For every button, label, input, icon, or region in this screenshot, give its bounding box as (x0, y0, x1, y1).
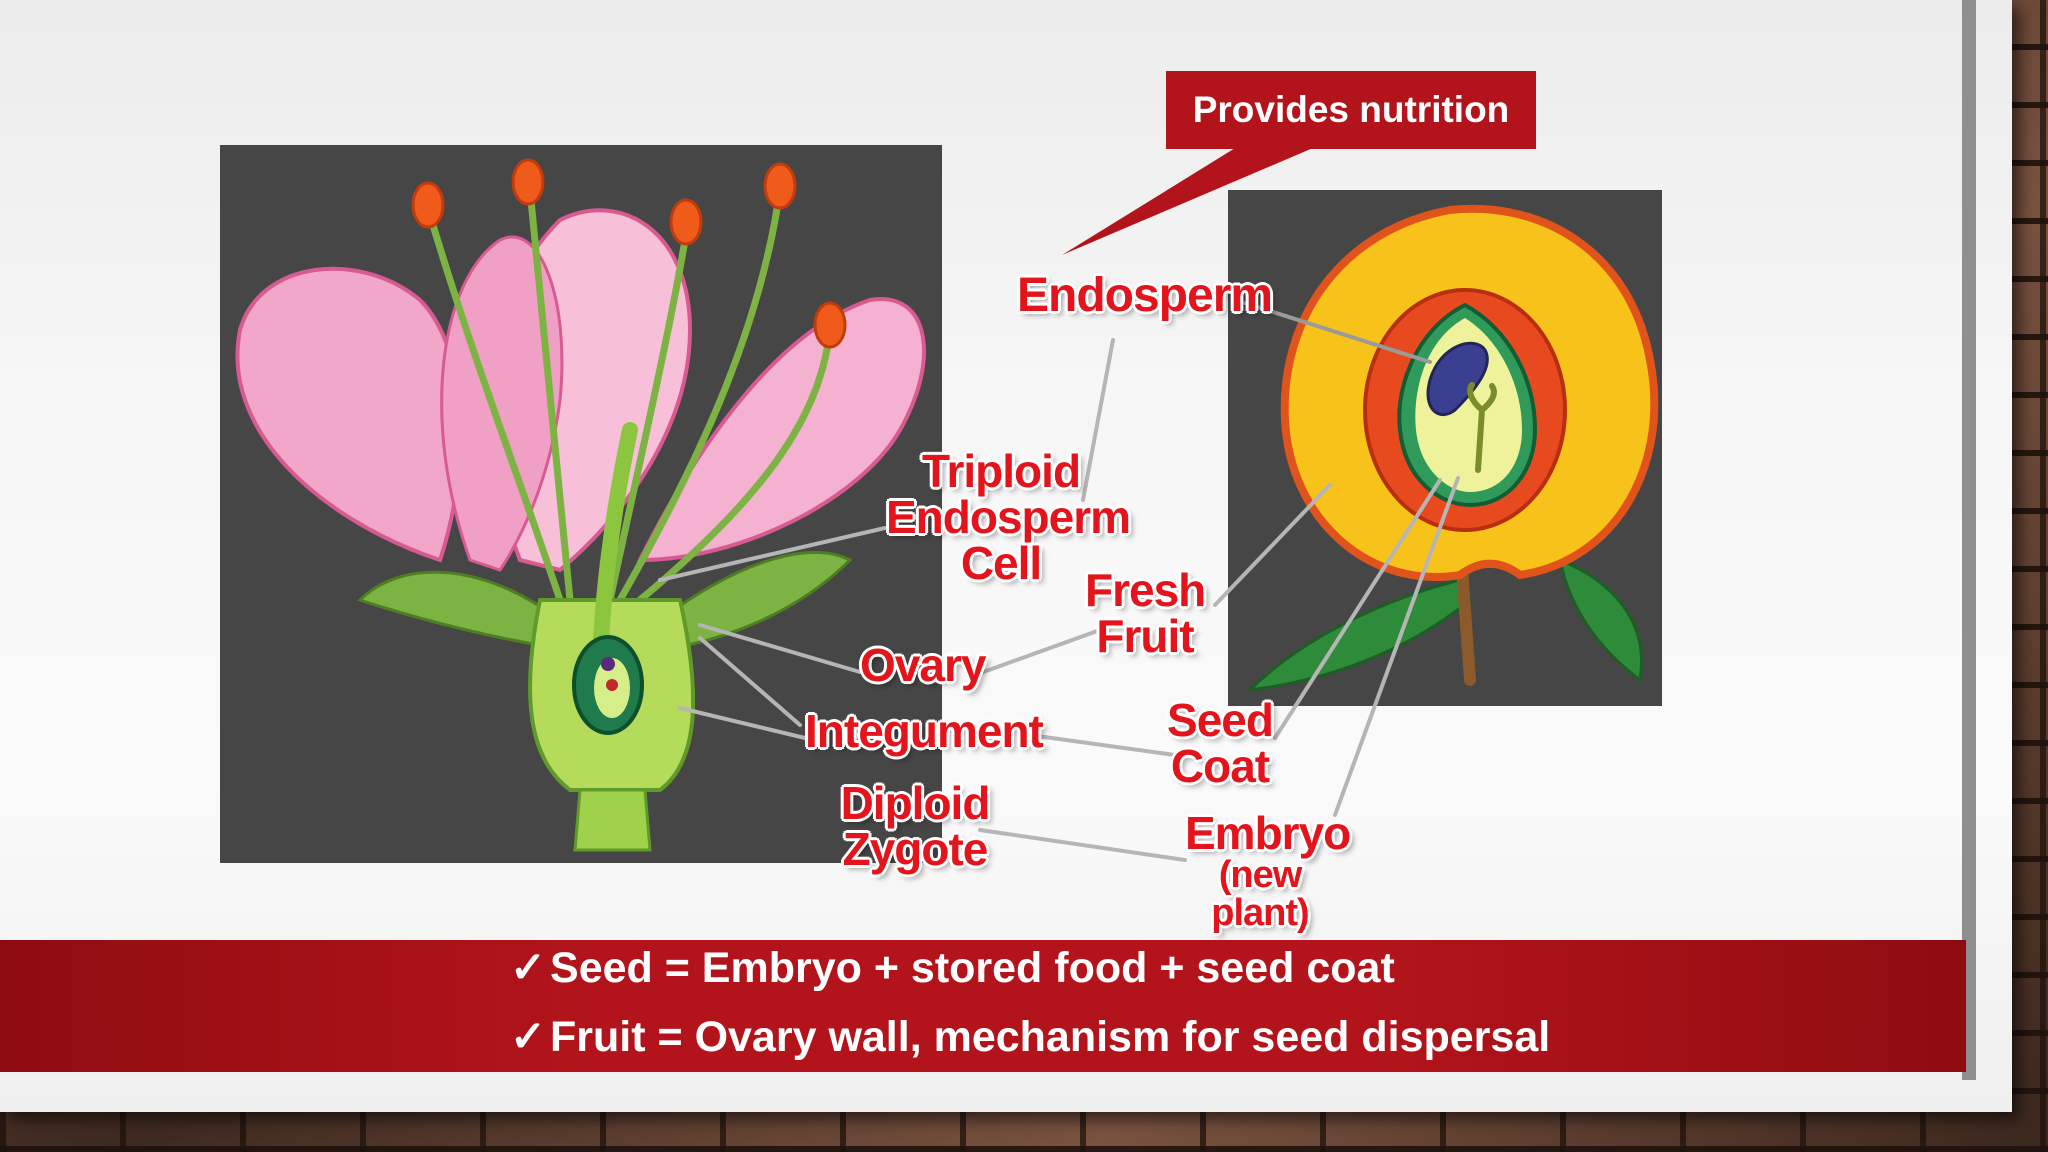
label-ovary: Ovary (860, 639, 986, 691)
label-line: Cell (960, 537, 1042, 589)
flower-illustration (235, 158, 926, 852)
label-line: Zygote (842, 823, 989, 875)
check-icon: ✓ (510, 944, 547, 992)
label-line: (new (1218, 854, 1303, 896)
label-line: Embryo (1185, 807, 1351, 859)
bullet-seed-text: Seed = Embryo + stored food + seed coat (550, 944, 1395, 992)
label-line: Triploid (921, 445, 1081, 497)
slide-right-border (1962, 0, 1976, 1080)
label-diploid-zygote: Diploid Zygote (840, 777, 991, 875)
label-line: Seed (1167, 694, 1274, 746)
label-line: Coat (1170, 740, 1270, 792)
bullet-fruit: ✓Fruit = Ovary wall, mechanism for seed … (510, 1012, 1550, 1062)
callout-pointer (1062, 145, 1320, 255)
label-seed-coat: Seed Coat (1160, 697, 1280, 789)
label-line: Diploid (840, 777, 991, 829)
label-line: Fresh (1085, 564, 1206, 616)
check-icon: ✓ (510, 1013, 547, 1061)
label-line: Fruit (1096, 610, 1194, 662)
label-integument: Integument (805, 705, 1044, 757)
label-fresh-fruit: Fresh Fruit (1085, 564, 1206, 662)
label-endosperm: Endosperm (1017, 269, 1273, 322)
fruit-illustration (1245, 204, 1659, 693)
provides-nutrition-callout: Provides nutrition (1166, 71, 1536, 149)
leader-lines (658, 301, 1460, 862)
label-line: Endosperm (886, 491, 1131, 543)
bullet-seed: ✓Seed = Embryo + stored food + seed coat (510, 943, 1395, 993)
label-embryo: Embryo (new plant) (1185, 807, 1351, 934)
label-triploid-endosperm-cell: Triploid Endosperm Cell (886, 445, 1131, 589)
bullet-fruit-text: Fruit = Ovary wall, mechanism for seed d… (550, 1013, 1551, 1061)
summary-banner (0, 940, 1966, 1072)
label-line: plant) (1211, 892, 1309, 934)
